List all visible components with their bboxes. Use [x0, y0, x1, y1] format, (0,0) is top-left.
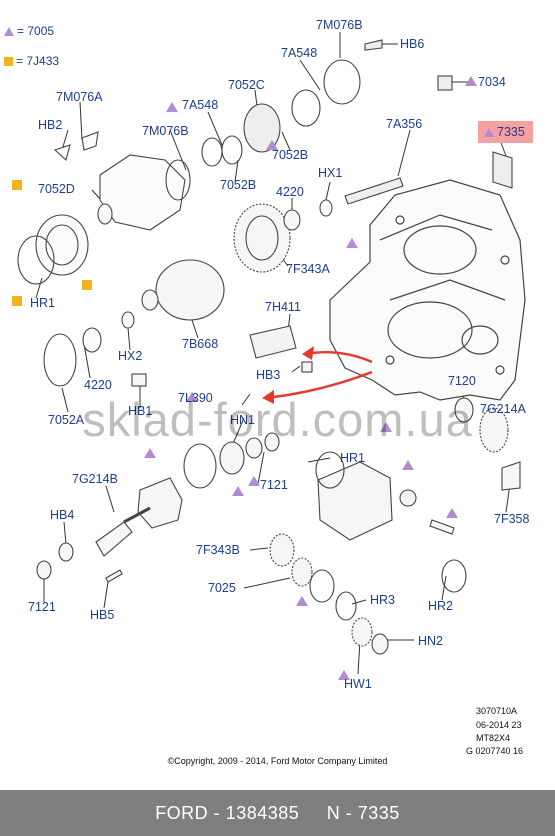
parts-drawing: [12, 32, 526, 680]
legend-triangle-label: = 7005: [17, 24, 55, 38]
part-label: 7G214A: [480, 402, 526, 416]
part-label: 7052B: [220, 178, 257, 192]
part-label: 7A356: [386, 117, 423, 131]
part-label: HR2: [428, 599, 454, 613]
part-label: HW1: [344, 677, 372, 691]
part-label: 7B668: [182, 337, 219, 351]
part-label: 7052D: [38, 182, 75, 196]
part-label: HN2: [418, 634, 444, 648]
part-label: HB4: [50, 508, 75, 522]
part-label: 7121: [260, 478, 288, 492]
part-label: 4220: [276, 185, 304, 199]
square-icon: [4, 57, 13, 66]
part-label: 7M076A: [56, 90, 103, 104]
part-label: 7034: [478, 75, 506, 89]
part-label: 7G214B: [72, 472, 118, 486]
triangle-icon: [4, 27, 14, 36]
doc-id: 3070710A: [476, 706, 518, 716]
part-label: 7M076B: [316, 18, 363, 32]
part-label: HN1: [230, 413, 256, 427]
watermark: sklad-ford.com.ua: [82, 393, 473, 446]
part-label: 7A548: [182, 98, 219, 112]
doc-date: 06-2014 23: [476, 720, 522, 730]
part-label: HB2: [38, 118, 63, 132]
part-label: HR1: [340, 451, 366, 465]
part-label: 7121: [28, 600, 56, 614]
legend-square: = 7J433: [4, 54, 59, 68]
part-label: HB6: [400, 37, 425, 51]
part-label: 7L390: [178, 391, 213, 405]
part-label: HB5: [90, 608, 115, 622]
part-label: 7052B: [272, 148, 309, 162]
part-label: 7052C: [228, 78, 265, 92]
part-label: 7025: [208, 581, 236, 595]
part-label: 7H411: [265, 300, 301, 314]
triangle-icon: [484, 128, 494, 137]
doc-code: G 0207740 16: [466, 746, 524, 756]
footer-bar: FORD - 1384385 N - 7335: [0, 790, 555, 836]
part-label: HB3: [256, 368, 281, 382]
part-label: 7052A: [48, 413, 85, 427]
legend-triangle: = 7005: [4, 24, 54, 38]
highlight-box: [478, 121, 533, 143]
exploded-parts-diagram: = 7005 = 7J433 7335 7M076B HB6 7A548 703…: [4, 18, 533, 766]
part-label: 4220: [84, 378, 112, 392]
doc-model: MT82X4: [476, 733, 511, 743]
part-label: HR3: [370, 593, 396, 607]
highlight-label: 7335: [484, 125, 525, 139]
footer-text: FORD - 1384385 N - 7335: [155, 803, 400, 823]
part-label: HR1: [30, 296, 56, 310]
part-label: 7120: [448, 374, 476, 388]
part-label: 7A548: [281, 46, 318, 60]
part-label: 7F343A: [286, 262, 330, 276]
part-label: 7M076B: [142, 124, 189, 138]
legend-square-label: = 7J433: [16, 54, 60, 68]
part-label: HX1: [318, 166, 343, 180]
part-label: HB1: [128, 404, 153, 418]
part-label: 7F358: [494, 512, 530, 526]
part-label: 7F343B: [196, 543, 240, 557]
part-label: HX2: [118, 349, 143, 363]
copyright-text: ©Copyright, 2009 - 2014, Ford Motor Comp…: [167, 756, 388, 766]
